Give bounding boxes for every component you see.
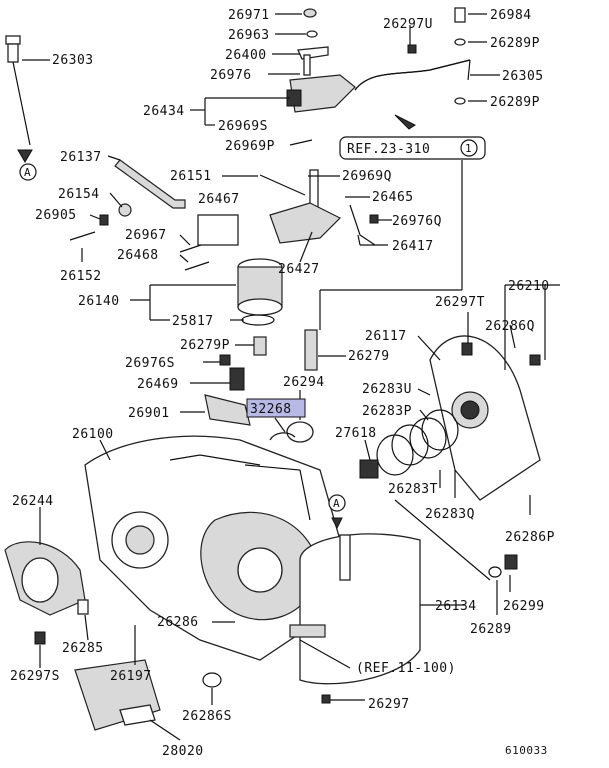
label-26984: 26984: [490, 8, 532, 23]
label-26285: 26285: [62, 641, 104, 656]
marker-a-top: A: [24, 166, 31, 179]
label-26969s: 26969S: [218, 119, 268, 134]
label-26967: 26967: [125, 228, 167, 243]
label-26465: 26465: [372, 190, 414, 205]
label-26971: 26971: [228, 8, 270, 23]
label-26134: 26134: [435, 599, 477, 614]
label-25817: 25817: [172, 314, 214, 329]
label-26283p: 26283P: [362, 404, 412, 419]
label-26151: 26151: [170, 169, 212, 184]
label-26244: 26244: [12, 494, 54, 509]
oil-filter-part: [237, 258, 283, 326]
label-26152: 26152: [60, 269, 102, 284]
label-27618: 27618: [335, 426, 377, 441]
label-26400: 26400: [225, 48, 267, 63]
label-26976q: 26976Q: [392, 214, 442, 229]
dipstick-part: [5, 35, 37, 181]
label-26279: 26279: [348, 349, 390, 364]
label-26297t: 26297T: [435, 295, 485, 310]
part-labels: 26971 26963 26400 26976 26434 26969S 269…: [10, 8, 555, 759]
label-26286: 26286: [157, 615, 199, 630]
converter-housing-part: [4, 541, 89, 645]
oil-pan-part: [289, 533, 518, 704]
label-26140: 26140: [78, 294, 120, 309]
label-26469: 26469: [137, 377, 179, 392]
reference-box-23-310: [339, 136, 486, 160]
label-26297s: 26297S: [10, 669, 60, 684]
reference-circle-number: 1: [465, 142, 472, 155]
label-26289p-b: 26289P: [490, 95, 540, 110]
label-26303: 26303: [52, 53, 94, 68]
label-26299: 26299: [503, 599, 545, 614]
highlight-box-32268: [246, 398, 306, 418]
oil-strainer-part: [74, 659, 222, 731]
label-26279p: 26279P: [180, 338, 230, 353]
label-26901: 26901: [128, 406, 170, 421]
label-26294: 26294: [283, 375, 325, 390]
label-26969p: 26969P: [225, 139, 275, 154]
label-26969q: 26969Q: [342, 169, 392, 184]
label-26963: 26963: [228, 28, 270, 43]
label-26283q: 26283Q: [425, 507, 475, 522]
label-26283u: 26283U: [362, 382, 412, 397]
label-26283t: 26283T: [388, 482, 438, 497]
select-lever-parts: [286, 8, 356, 113]
label-26427: 26427: [278, 262, 320, 277]
reference-circle-icon: [460, 139, 478, 157]
reference-label-23-310: REF.23-310: [347, 142, 430, 157]
label-26137: 26137: [60, 150, 102, 165]
transaxle-case-part: [84, 435, 341, 661]
marker-a-bottom: A: [333, 497, 340, 510]
label-26297u: 26297U: [383, 17, 433, 32]
label-26286q: 26286Q: [485, 319, 535, 334]
label-26289p-a: 26289P: [490, 36, 540, 51]
label-26976: 26976: [210, 68, 252, 83]
end-cover-part: [429, 335, 541, 501]
label-26468: 26468: [117, 248, 159, 263]
oil-pipe-part: [354, 7, 471, 130]
label-26210: 26210: [508, 279, 550, 294]
label-26417: 26417: [392, 239, 434, 254]
lever-part: [114, 159, 186, 209]
label-26434: 26434: [143, 104, 185, 119]
label-26467: 26467: [198, 192, 240, 207]
figure-number: 610033: [505, 744, 548, 757]
manual-shaft-parts: [197, 169, 379, 246]
label-26289: 26289: [470, 622, 512, 637]
label-26286p: 26286P: [505, 530, 555, 545]
label-26286s: 26286S: [182, 709, 232, 724]
label-28020: 28020: [162, 744, 204, 759]
label-26305: 26305: [502, 69, 544, 84]
label-26100: 26100: [72, 427, 114, 442]
label-26154: 26154: [58, 187, 100, 202]
label-26197: 26197: [110, 669, 152, 684]
label-26117: 26117: [365, 329, 407, 344]
label-32268: 32268: [250, 402, 292, 417]
label-26976s: 26976S: [125, 356, 175, 371]
reference-label-11-100: (REF.11-100): [356, 661, 456, 676]
label-26297: 26297: [368, 697, 410, 712]
label-26905: 26905: [35, 208, 77, 223]
